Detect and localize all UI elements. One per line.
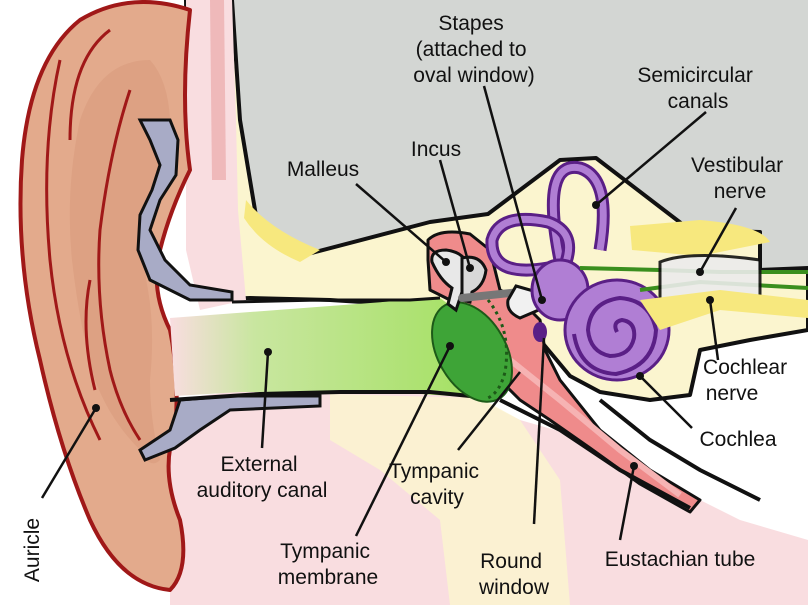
leader-tympanic-cavity <box>457 371 521 451</box>
leader-cochlear-nerve <box>708 299 720 361</box>
leader-auricle <box>40 407 98 499</box>
dot-malleus <box>442 258 450 266</box>
dot-auricle <box>92 404 100 412</box>
label-incus: Incus <box>411 138 461 161</box>
label-cochlea: Cochlea <box>699 428 776 451</box>
label-tympanic-cavity: Tympanic cavity <box>389 460 485 509</box>
dot-vestibular <box>696 268 704 276</box>
dot-eustachian <box>630 462 638 470</box>
leader-cochlea <box>639 375 693 429</box>
cochlea-spiral <box>572 295 659 377</box>
label-tympanic-membrane: Tympanic membrane <box>278 540 378 589</box>
leader-vestibular <box>698 207 738 273</box>
leader-semicircular <box>595 111 707 206</box>
dot-semicircular <box>592 201 600 209</box>
label-external-auditory-canal: External auditory canal <box>197 453 328 502</box>
skin-strip-red <box>210 0 226 180</box>
canal-wall-bottom <box>169 390 491 402</box>
leader-round-window <box>532 337 546 525</box>
auricle-inner <box>69 60 170 464</box>
auricle-fold-2 <box>68 28 111 141</box>
eustachian-highlight <box>508 357 682 498</box>
semicircular-canal-1-fill <box>549 163 607 261</box>
dot-incus <box>466 264 474 272</box>
label-stapes: Stapes (attached to oval window) <box>413 12 534 87</box>
dot-tympanic-membrane <box>446 342 454 350</box>
leader-tympanic-membrane <box>354 345 452 537</box>
leader-eustachian <box>618 465 636 541</box>
canal-wall-top <box>231 296 441 304</box>
leader-stapes <box>482 85 544 301</box>
auricle-fold-4 <box>84 279 97 391</box>
dot-stapes <box>538 296 546 304</box>
cartilage-lower <box>138 394 322 462</box>
label-eustachian-tube: Eustachian tube <box>605 548 756 571</box>
leader-incus <box>438 159 472 269</box>
leader-external-canal <box>260 351 270 449</box>
label-cochlear-nerve: Cochlear nerve <box>703 356 793 405</box>
auditory-canal <box>170 298 505 398</box>
auricle-fold-1 <box>45 59 102 441</box>
leader-dots <box>92 201 714 470</box>
oval-window <box>533 322 547 342</box>
label-round-window: Round window <box>478 550 550 599</box>
auricle-fold-3 <box>97 89 142 441</box>
eustachian-line-1 <box>499 398 691 510</box>
eustachian-line-2 <box>598 398 761 502</box>
label-malleus: Malleus <box>287 158 359 181</box>
bone-yellow-1 <box>244 200 320 262</box>
dot-cochlea <box>636 372 644 380</box>
lower-bone <box>330 394 570 605</box>
membrane-dotted <box>486 299 509 400</box>
label-auricle: Auricle <box>21 518 44 582</box>
cartilage-upper <box>136 118 234 302</box>
dot-external-canal <box>264 348 272 356</box>
leader-malleus <box>355 183 447 263</box>
nerve-yellow <box>640 290 808 330</box>
leader-lines <box>40 85 738 541</box>
label-semicircular-canals: Semicircular canals <box>637 64 758 113</box>
semicircular-canal-2-fill <box>488 215 573 274</box>
label-vestibular-nerve: Vestibular nerve <box>691 154 789 203</box>
bone-yellow-2 <box>630 220 770 256</box>
dot-cochlear-nerve <box>706 296 714 304</box>
